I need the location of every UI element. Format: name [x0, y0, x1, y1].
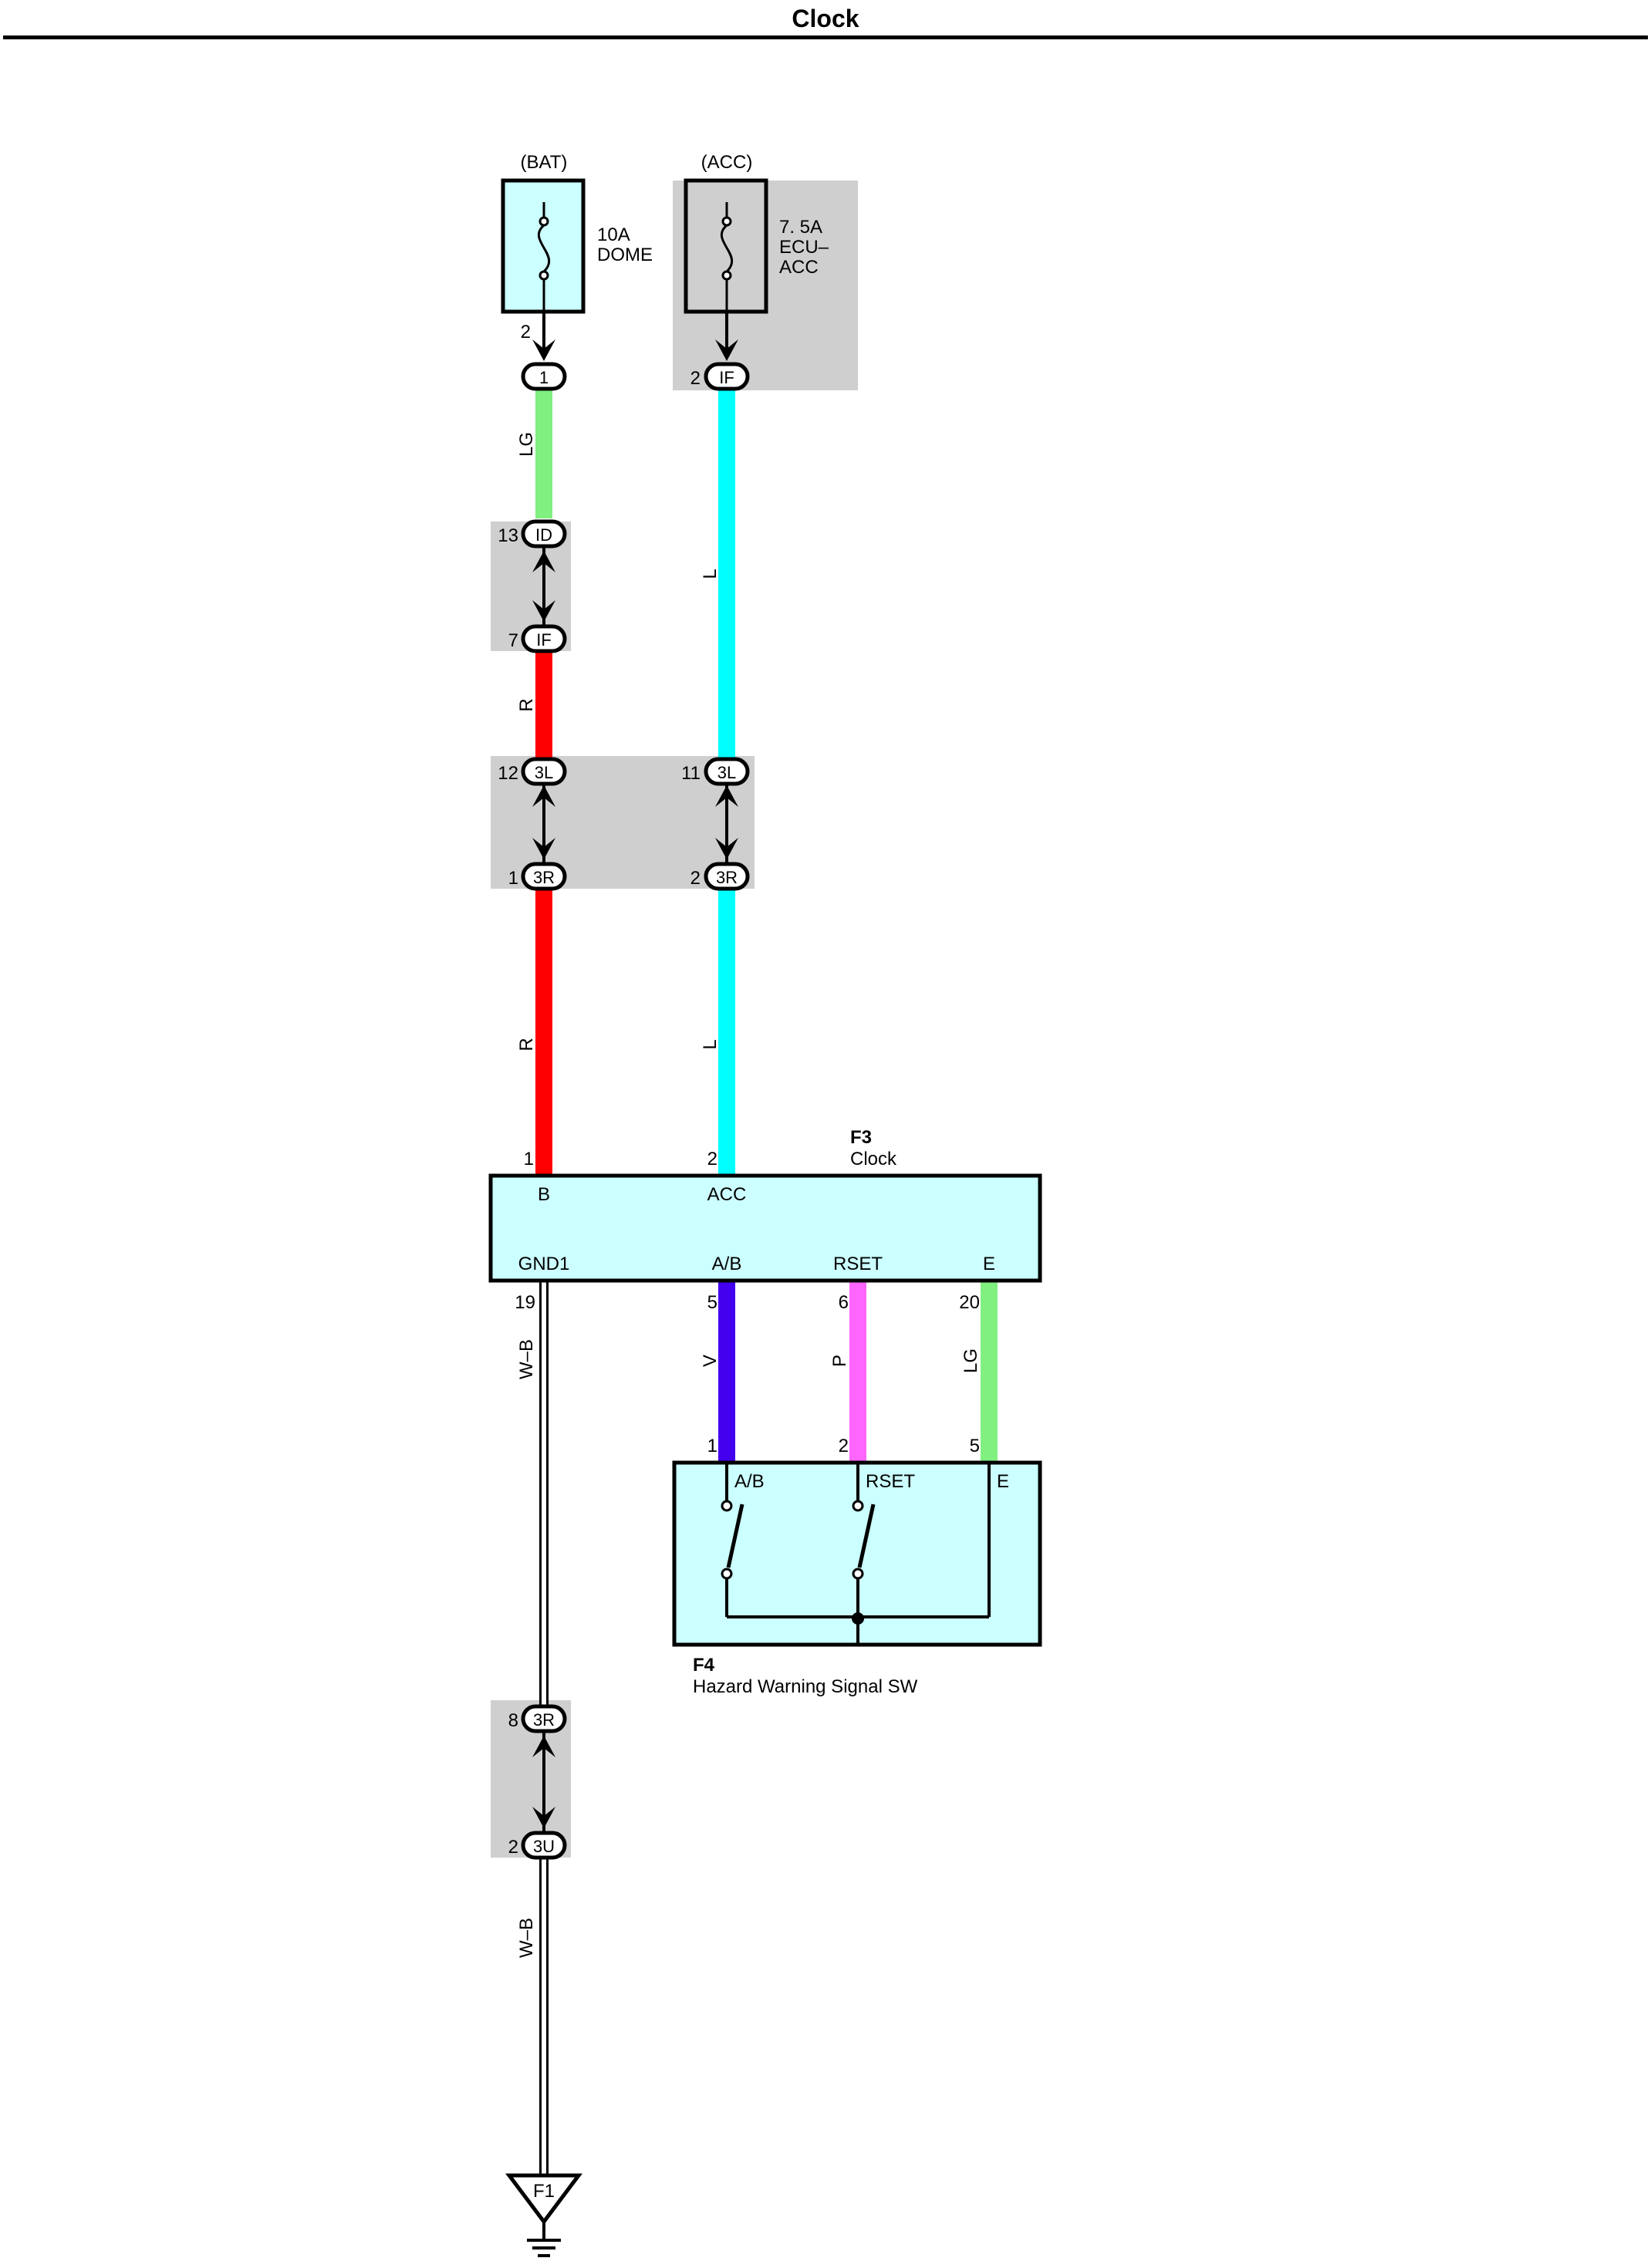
junction-id-if-top-label: ID	[535, 525, 552, 545]
junction-3l-3r-right-bottom-pin: 2	[690, 868, 701, 889]
clock-bottom-pin-ab-number: 5	[707, 1292, 717, 1313]
junction-id-if-up-arrow-icon	[532, 551, 555, 572]
junction-3r-3u-top-pin: 8	[508, 1710, 518, 1731]
wire-label-v: V	[700, 1355, 721, 1367]
junction-3l-3r-left-bottom-pin: 1	[508, 868, 518, 889]
hazard-pin-ab-label: A/B	[734, 1471, 765, 1492]
hazard-switch-component[interactable]	[672, 1460, 1042, 1647]
junction-3l-3r-left-down-arrow-icon	[532, 838, 555, 859]
hazard-pin-e-label: E	[997, 1471, 1009, 1492]
fuse-ecu-acc-rating: 7. 5A	[779, 217, 822, 238]
junction-3r-3u[interactable]: 3R 3U	[521, 1704, 567, 1860]
junction-3l-3r-left-top-label: 3L	[535, 763, 553, 782]
clock-top-pin-2-number: 2	[707, 1149, 717, 1169]
junction-3r-3u-bottom-label: 3U	[533, 1837, 555, 1856]
fuse-dome-arrow-icon	[532, 339, 555, 361]
junction-3l-3r-left-up-arrow-icon	[532, 785, 555, 807]
fuse-ecu-acc-name-2: ACC	[779, 257, 819, 278]
junction-3l-3r-right[interactable]: 3L 3R	[704, 757, 750, 891]
fuse-ecu-acc-source: (ACC)	[701, 152, 753, 173]
title-rule	[3, 35, 1648, 39]
junction-3l-3r-right-down-arrow-icon	[715, 838, 738, 859]
junction-3l-3r-right-top-label: 3L	[717, 763, 736, 782]
clock-bottom-pin-gnd1-number: 19	[515, 1292, 535, 1313]
clock-top-pin-1-number: 1	[524, 1149, 534, 1169]
junction-id-if-bottom-label: IF	[536, 630, 552, 650]
ground-f1[interactable]: F1	[505, 2173, 582, 2257]
junction-id-if-top-pin: 13	[498, 525, 518, 546]
fuse-ecu-acc-name-1: ECU–	[779, 237, 829, 258]
junction-3l-3r-left[interactable]: 3L 3R	[521, 757, 567, 891]
wire-label-lg-right: LG	[961, 1348, 981, 1373]
hazard-pin-e-number: 5	[970, 1436, 980, 1456]
clock-bottom-pin-e-number: 20	[959, 1292, 980, 1313]
fuse-dome-source: (BAT)	[521, 152, 568, 173]
page-title: Clock	[792, 5, 859, 32]
hazard-pin-rset-number: 2	[839, 1436, 849, 1456]
wire-label-r-mid: R	[516, 698, 537, 711]
clock-component[interactable]	[488, 1173, 1042, 1283]
hazard-pin-rset-label: RSET	[866, 1471, 915, 1492]
connector-1-label: 1	[539, 368, 549, 387]
fuse-dome[interactable]	[501, 178, 586, 314]
connector-if-top[interactable]: IF	[704, 362, 750, 391]
clock-bottom-pin-rset-number: 6	[839, 1292, 849, 1313]
fuse-dome-pin: 2	[521, 322, 531, 343]
wire-label-r-low: R	[516, 1038, 537, 1051]
wire-label-lg-top: LG	[516, 432, 537, 457]
fuse-ecu-acc-arrow-icon	[715, 339, 738, 361]
fuse-ecu-acc[interactable]	[684, 178, 768, 314]
connector-if-top-label: IF	[719, 368, 734, 387]
connector-1[interactable]: 1	[521, 362, 567, 391]
wire-label-wb-upper: W–B	[516, 1339, 537, 1379]
junction-3l-3r-right-up-arrow-icon	[715, 785, 738, 807]
fuse-ecu-acc-pin: 2	[690, 368, 701, 389]
clock-bottom-pin-ab-label: A/B	[712, 1254, 742, 1274]
junction-3l-3r-right-bottom-label: 3R	[716, 868, 738, 887]
junction-id-if[interactable]: ID IF	[521, 519, 567, 653]
junction-3r-3u-down-arrow-icon	[532, 1807, 555, 1828]
hazard-switch-code: F4	[693, 1655, 715, 1676]
hazard-switch-name: Hazard Warning Signal SW	[693, 1676, 918, 1697]
clock-bottom-pin-gnd1-label: GND1	[518, 1254, 570, 1274]
junction-id-if-down-arrow-icon	[532, 600, 555, 622]
junction-3r-3u-bottom-pin: 2	[508, 1837, 518, 1858]
junction-3r-3u-up-arrow-icon	[532, 1736, 555, 1757]
title-bar: Clock	[0, 0, 1651, 43]
clock-top-pin-1-label: B	[538, 1184, 550, 1205]
junction-3l-3r-left-bottom-label: 3R	[533, 868, 555, 887]
clock-name: Clock	[850, 1149, 897, 1169]
clock-bottom-pin-e-label: E	[983, 1254, 995, 1274]
fuse-dome-name: DOME	[597, 245, 653, 265]
fuse-dome-rating: 10A	[597, 224, 630, 245]
clock-code: F3	[850, 1127, 872, 1148]
wire-label-l-mid: L	[700, 569, 721, 579]
wire-label-wb-lower: W–B	[516, 1918, 537, 1958]
junction-id-if-bottom-pin: 7	[508, 630, 518, 651]
clock-bottom-pin-rset-label: RSET	[833, 1254, 883, 1274]
wire-label-l-low: L	[700, 1039, 721, 1049]
wire-label-p: P	[829, 1355, 850, 1367]
ground-label: F1	[533, 2181, 555, 2202]
clock-top-pin-2-label: ACC	[707, 1184, 747, 1205]
hazard-pin-ab-number: 1	[707, 1436, 717, 1456]
junction-3l-3r-left-top-pin: 12	[498, 763, 518, 784]
junction-3r-3u-top-label: 3R	[533, 1710, 555, 1730]
junction-3l-3r-right-top-pin: 11	[681, 763, 701, 784]
